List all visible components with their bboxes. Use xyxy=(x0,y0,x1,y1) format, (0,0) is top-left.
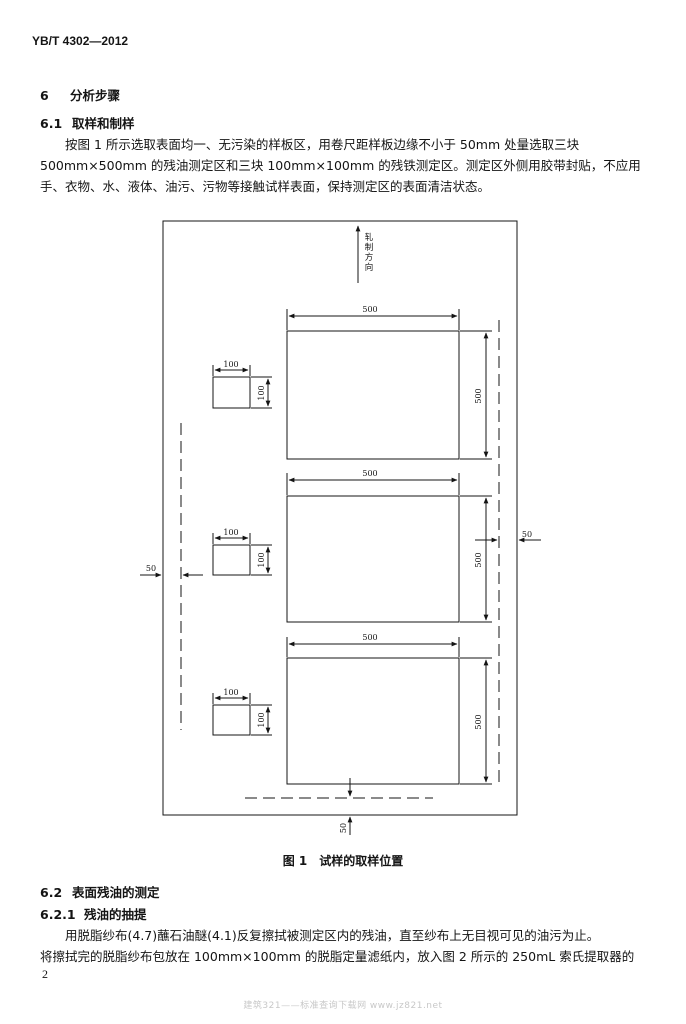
section-6-1-paragraph: 按图 1 所示选取表面均一、无污染的样板区，用卷尺距样板边缘不小于 50mm 处… xyxy=(40,134,650,197)
small-width-label: 100 xyxy=(223,360,238,369)
section-6-2-heading: 6.2 表面残油的测定 xyxy=(40,882,160,901)
section-number: 6 xyxy=(40,88,49,103)
section-title: 表面残油的测定 xyxy=(72,885,160,900)
section-6-1-heading: 6.1 取样和制样 xyxy=(40,113,135,132)
oil-test-area-2 xyxy=(286,495,460,623)
section-number: 6.1 xyxy=(40,116,63,131)
figure-caption-title: 试样的取样位置 xyxy=(319,854,404,868)
width-label: 500 xyxy=(362,633,377,642)
figure-caption-label: 图 1 xyxy=(282,854,308,868)
paragraph-line: 按图 1 所示选取表面均一、无污染的样板区，用卷尺距样板边缘不小于 50mm 处… xyxy=(65,137,580,152)
section-title: 取样和制样 xyxy=(72,116,135,131)
margin-label-right: 50 xyxy=(522,530,532,539)
section-title: 分析步骤 xyxy=(70,88,121,103)
iron-test-area-3 xyxy=(212,704,251,736)
height-label: 500 xyxy=(474,552,483,567)
section-title: 残油的抽提 xyxy=(84,907,147,922)
section-number: 6.2 xyxy=(40,885,63,900)
page-number: 2 xyxy=(42,967,48,981)
rolling-direction-label: 方 xyxy=(365,252,374,263)
document-code: YB/T 4302—2012 xyxy=(32,34,129,48)
margin-label-left: 50 xyxy=(146,564,156,573)
small-height-label: 100 xyxy=(257,385,266,400)
oil-test-area-1 xyxy=(286,330,460,460)
width-label: 500 xyxy=(362,305,377,314)
section-6-2-1-paragraph: 用脱脂纱布(4.7)蘸石油醚(4.1)反复擦拭被测定区内的残油，直至纱布上无目视… xyxy=(40,925,650,967)
steel-plate-outline xyxy=(162,220,518,816)
rolling-direction-label: 向 xyxy=(365,262,374,273)
rolling-direction-label: 轧 xyxy=(365,232,374,243)
paragraph-line: 将擦拭完的脱脂纱布包放在 100mm×100mm 的脱脂定量滤纸内，放入图 2 … xyxy=(40,949,635,964)
rolling-direction-label: 制 xyxy=(365,242,374,253)
footer-watermark: 建筑321——标准查询下载网 www.jz821.net xyxy=(243,1001,443,1011)
paragraph-line: 500mm×500mm 的残油测定区和三块 100mm×100mm 的残铁测定区… xyxy=(40,158,641,173)
oil-test-area-3 xyxy=(286,657,460,785)
small-height-label: 100 xyxy=(257,712,266,727)
width-label: 500 xyxy=(362,469,377,478)
paragraph-line: 手、衣物、水、液体、油污、污物等接触试样表面，保持测定区的表面清洁状态。 xyxy=(40,179,491,194)
iron-test-area-2 xyxy=(212,544,251,576)
section-6-heading: 6 分析步骤 xyxy=(40,85,120,104)
small-width-label: 100 xyxy=(223,528,238,537)
height-label: 500 xyxy=(474,714,483,729)
iron-test-area-1 xyxy=(212,376,251,409)
small-height-label: 100 xyxy=(257,552,266,567)
section-6-2-1-heading: 6.2.1 残油的抽提 xyxy=(40,904,147,923)
paragraph-line: 用脱脂纱布(4.7)蘸石油醚(4.1)反复擦拭被测定区内的残油，直至纱布上无目视… xyxy=(65,928,600,943)
margin-label-bottom: 50 xyxy=(339,823,348,833)
figure-caption: 图 1 试样的取样位置 xyxy=(0,852,686,869)
small-width-label: 100 xyxy=(223,688,238,697)
section-number: 6.2.1 xyxy=(40,907,76,922)
height-label: 500 xyxy=(474,388,483,403)
